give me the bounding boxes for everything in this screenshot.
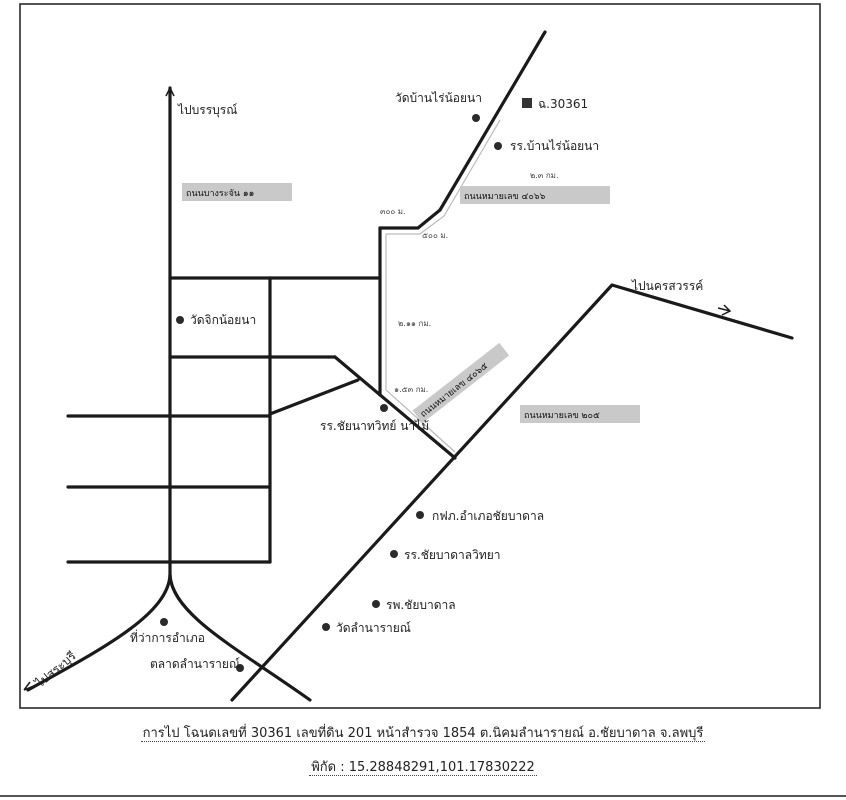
hospital-dot [372,600,380,608]
school-lower-dot [390,550,398,558]
map-frame [19,3,821,709]
road-left-tag: ถนนบางระจัน ๑๑ [186,189,254,199]
temple-top-dot [472,114,480,122]
bottom-rule [0,795,846,797]
footer-coordinates: พิกัด : 15.28848291,101.17830222 [0,756,846,777]
southwest-direction-label: ไปสระบุรี [32,648,80,691]
distance-2-11km: ๒.๑๑ กม. [398,319,431,328]
temple-mid-label: วัดจิกน้อยนา [190,313,256,327]
distance-500m: ๕๐๐ ม. [422,231,448,240]
school-lower-label: รร.ชัยบาดาลวิทยา [404,548,501,562]
route-top [378,208,442,230]
distance-1-53km: ๑.๕๓ กม. [394,385,428,394]
north-arrow-icon [165,87,175,97]
road-4066-tag: ถนนหมายเลข ๔๐๖๖ [464,192,546,202]
route-highlight [385,234,456,453]
plot-marker-icon [522,98,532,108]
north-direction-label: ไปบรรบุรณ์ [177,103,237,118]
east-direction-label: ไปนครสวรรค์ [631,279,703,293]
footer-directions-text: การไป โฉนดเลขที่ 30361 เลขที่ดิน 201 หน้… [140,726,706,742]
school-mid-label: รร.ชัยนาทวิทย์ นาไม้ [320,419,429,433]
hospital-label: รพ.ชัยบาดาล [386,598,456,612]
road-4066 [438,30,547,212]
temple-mid-dot [176,316,184,324]
road-205-tag: ถนนหมายเลข ๒๐๕ [524,411,600,421]
district-office-label: ที่ว่าการอำเภอ [130,629,205,645]
distance-top: ๒.๓ กม. [530,171,559,180]
road-diag-connector [268,378,360,416]
road-fork-southwest [26,573,172,692]
route-highlight-top [386,119,501,235]
office-dot [416,511,424,519]
market-dot [236,664,244,672]
distance-300m: ๓๐๐ ม. [380,207,406,216]
road-4065-tag: ถนนหมายเลข ๔๐๖๕ [419,361,490,420]
road-4065 [333,355,457,460]
road-205 [230,283,794,702]
district-office-dot [160,618,168,626]
school-top-label: รร.บ้านไร่น้อยนา [510,139,599,153]
school-mid-dot [380,404,388,412]
east-arrow-icon [717,304,732,316]
market-label: ตลาดลำนารายณ์ [150,657,240,671]
road-fork-southeast [168,573,312,702]
school-top-dot [494,142,502,150]
footer-directions: การไป โฉนดเลขที่ 30361 เลขที่ดิน 201 หน้… [0,722,846,743]
temple-top-label: วัดบ้านไร่น้อยนา [395,91,482,105]
plot-marker-label: ฉ.30361 [538,97,588,111]
temple-lower-label: วัดลำนารายณ์ [336,621,411,635]
southwest-arrow-icon [23,681,35,691]
temple-lower-dot [322,623,330,631]
footer-coordinates-text: พิกัด : 15.28848291,101.17830222 [309,760,537,776]
office-label: กฟภ.อำเภอชัยบาดาล [432,509,544,523]
